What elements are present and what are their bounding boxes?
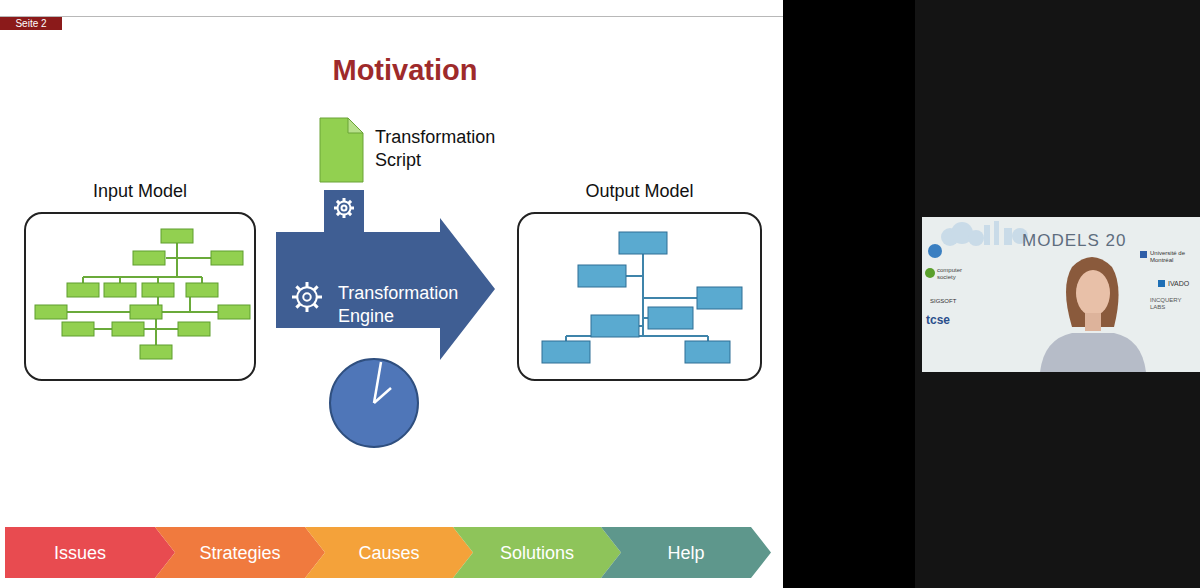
document-label: Transformation Script [375, 126, 515, 172]
label-holder: MODELS 20 [1022, 231, 1132, 251]
engine-label: Transformation Engine [338, 282, 473, 328]
slide-top-rule [0, 16, 783, 17]
label-holder: tcse [926, 314, 966, 328]
sponsor-name: Université de Montréal [1150, 250, 1196, 264]
script-document: Transformation Script [318, 116, 518, 184]
input-tree-boxes [35, 229, 250, 359]
model-heading: Input Model [24, 180, 256, 202]
sponsor-name: tcse [926, 314, 966, 328]
label-holder: SIGSOFT [930, 298, 972, 305]
label-holder: INCQUERY LABS [1150, 297, 1196, 311]
step-chevron: Causes [305, 527, 473, 578]
model-border [517, 212, 762, 381]
step-chevron: Solutions [453, 527, 621, 578]
label-holder: IVADO [1168, 280, 1198, 288]
webcam-thumbnail [922, 217, 1200, 372]
label-holder: Université de Montréal [1150, 250, 1196, 264]
model-border [24, 212, 256, 381]
document-icon [318, 116, 368, 184]
clock-icon [330, 359, 418, 447]
title-holder: Motivation [255, 52, 555, 88]
output-tree-boxes [542, 232, 742, 363]
step-label: Issues [54, 542, 106, 564]
model-frame: Output Model [517, 180, 762, 381]
sponsor-name: INCQUERY LABS [1150, 297, 1196, 311]
conference-name: MODELS 20 [1022, 231, 1132, 251]
label-holder: computer society [937, 267, 969, 281]
slide-title: Motivation [255, 52, 555, 88]
engine-arrow-shape [276, 188, 496, 362]
step-chevron: Help [601, 527, 771, 578]
model-frame: Input Model [24, 180, 256, 381]
step-chevron: Issues [5, 527, 175, 578]
sponsor-name: SIGSOFT [930, 298, 972, 305]
step-chevron: Strategies [155, 527, 325, 578]
step-label: Solutions [500, 542, 574, 564]
step-label: Causes [358, 542, 419, 564]
sponsor-name: IVADO [1168, 280, 1198, 288]
page-tag: Seite 2 [0, 17, 62, 30]
page-number: Seite 2 [0, 17, 62, 30]
output-tree [566, 254, 708, 341]
step-label: Strategies [199, 542, 280, 564]
engine-arrow: Transformation Engine [276, 188, 496, 362]
sponsor-name: computer society [937, 267, 969, 281]
model-heading: Output Model [517, 180, 762, 202]
black-gap [783, 0, 915, 588]
step-label: Help [667, 542, 704, 564]
